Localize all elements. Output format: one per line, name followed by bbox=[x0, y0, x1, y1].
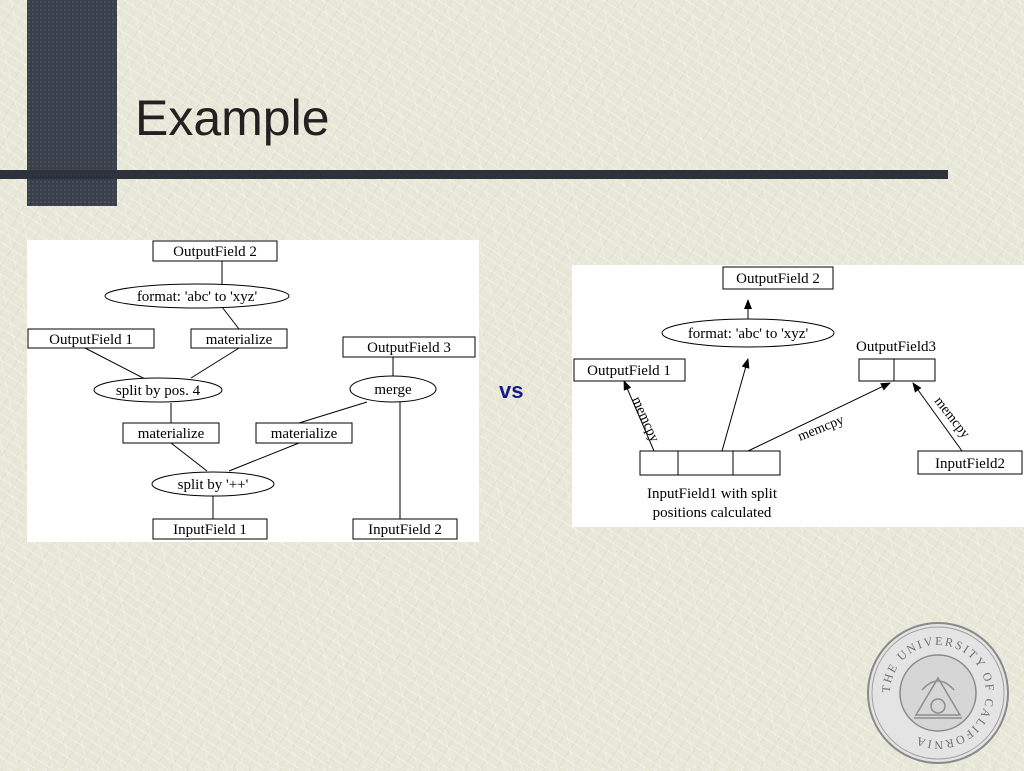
node-r-format-op: format: 'abc' to 'xyz' bbox=[661, 318, 835, 348]
svg-text:OutputField 2: OutputField 2 bbox=[173, 244, 257, 260]
node-r-output-field-3-label: OutputField3 bbox=[856, 339, 936, 355]
svg-text:materialize: materialize bbox=[138, 426, 205, 442]
svg-text:materialize: materialize bbox=[271, 426, 338, 442]
svg-text:materialize: materialize bbox=[206, 332, 273, 348]
left-diagram: OutputField 2 format: 'abc' to 'xyz' Out… bbox=[27, 240, 479, 542]
node-split-pos: split by pos. 4 bbox=[93, 377, 223, 403]
title-rule bbox=[0, 170, 948, 179]
svg-text:format: 'abc' to 'xyz': format: 'abc' to 'xyz' bbox=[137, 289, 258, 305]
node-merge-op: merge bbox=[349, 375, 437, 403]
university-seal-logo: THE UNIVERSITY OF CALIFORNIA bbox=[864, 620, 1012, 766]
node-split-plus: split by '++' bbox=[151, 471, 275, 497]
edge-of1-split bbox=[84, 347, 148, 381]
label-memcpy-2: memcpy bbox=[796, 413, 846, 445]
slide-title: Example bbox=[135, 90, 330, 146]
node-r-output-field-2: OutputField 2 bbox=[722, 266, 834, 290]
svg-text:format: 'abc' to 'xyz': format: 'abc' to 'xyz' bbox=[688, 326, 809, 342]
node-r-input-field-1-caption-1: InputField1 with split bbox=[647, 486, 778, 502]
node-r-input-field-1-box bbox=[639, 450, 781, 476]
node-r-input-field-1-caption-2: positions calculated bbox=[653, 505, 772, 521]
svg-text:split by pos. 4: split by pos. 4 bbox=[116, 383, 201, 399]
node-materialize-top: materialize bbox=[190, 328, 288, 349]
svg-text:InputField 2: InputField 2 bbox=[368, 522, 442, 538]
edge-materialize-split bbox=[190, 347, 240, 379]
edge-materialize-right-splitplus bbox=[228, 442, 300, 472]
arrow-if1-of1 bbox=[623, 380, 655, 452]
label-memcpy-1: memcpy bbox=[628, 395, 661, 445]
arrow-if1-format bbox=[721, 358, 750, 452]
edge-merge-materialize-right bbox=[298, 401, 368, 424]
node-r-input-field-2: InputField2 bbox=[917, 450, 1023, 475]
node-input-field-1: InputField 1 bbox=[152, 518, 268, 540]
right-diagram-canvas: OutputField 2 format: 'abc' to 'xyz' Out… bbox=[573, 266, 1023, 521]
right-diagram: OutputField 2 format: 'abc' to 'xyz' Out… bbox=[572, 265, 1024, 527]
node-input-field-2: InputField 2 bbox=[352, 518, 458, 540]
node-output-field-2: OutputField 2 bbox=[152, 240, 278, 262]
edge-format-materialize bbox=[221, 306, 240, 330]
left-diagram-canvas: OutputField 2 format: 'abc' to 'xyz' Out… bbox=[27, 240, 476, 540]
node-output-field-3: OutputField 3 bbox=[342, 336, 476, 358]
svg-text:OutputField 2: OutputField 2 bbox=[736, 271, 820, 287]
node-r-output-field-3-box bbox=[858, 358, 936, 382]
node-format-op: format: 'abc' to 'xyz' bbox=[104, 283, 290, 309]
svg-text:InputField2: InputField2 bbox=[935, 456, 1005, 472]
seal-icon: THE UNIVERSITY OF CALIFORNIA bbox=[867, 622, 1009, 764]
svg-text:merge: merge bbox=[374, 382, 412, 398]
arrow-if1-of3 bbox=[747, 382, 891, 452]
node-r-output-field-1: OutputField 1 bbox=[573, 358, 686, 382]
node-output-field-1: OutputField 1 bbox=[27, 328, 155, 349]
node-materialize-left: materialize bbox=[122, 422, 220, 444]
svg-text:split by '++': split by '++' bbox=[178, 477, 249, 493]
svg-text:OutputField 1: OutputField 1 bbox=[49, 332, 133, 348]
svg-text:OutputField 3: OutputField 3 bbox=[367, 340, 451, 356]
svg-text:InputField 1: InputField 1 bbox=[173, 522, 247, 538]
svg-text:OutputField 1: OutputField 1 bbox=[587, 363, 671, 379]
arrow-if2-of3 bbox=[912, 382, 963, 452]
node-materialize-right: materialize bbox=[255, 422, 353, 444]
edge-materialize-left-splitplus bbox=[170, 442, 208, 472]
vs-label: vs bbox=[499, 378, 524, 403]
label-memcpy-3: memcpy bbox=[931, 394, 973, 441]
